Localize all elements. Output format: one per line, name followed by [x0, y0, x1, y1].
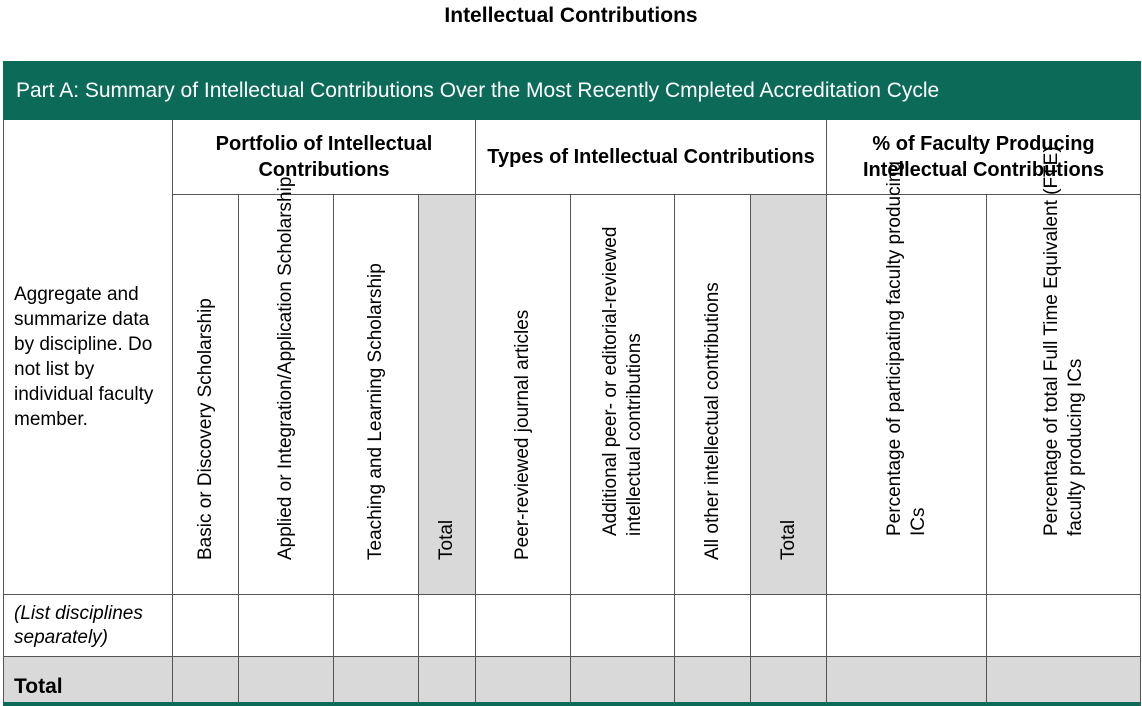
total-row-label: Total: [3, 656, 173, 706]
portfolio-heading: Portfolio of Intellectual Contributions: [172, 119, 476, 195]
column-header-label: Percentage of total Full Time Equivalent…: [1040, 146, 1086, 536]
group-header-row: Aggregate and summarize data by discipli…: [3, 119, 1142, 595]
input-cell[interactable]: [674, 594, 751, 657]
total-cell[interactable]: [418, 656, 476, 706]
input-cell[interactable]: [172, 594, 239, 657]
total-cell[interactable]: [674, 656, 751, 706]
input-cell[interactable]: [418, 594, 476, 657]
column-header-label: Total: [777, 519, 799, 560]
total-cell[interactable]: [238, 656, 334, 706]
column-header-label: Percentage of participating faculty prod…: [883, 161, 929, 536]
column-header-label: Applied or Integration/Application Schol…: [275, 176, 296, 560]
faculty-percent-heading: % of Faculty Producing Intellectual Cont…: [825, 119, 1142, 195]
input-cell[interactable]: [570, 594, 675, 657]
column-header-fte-pct: Percentage of total Full Time Equivalent…: [985, 146, 1142, 595]
column-header-portfolio-total: Total: [418, 194, 476, 595]
total-cell[interactable]: [475, 656, 571, 706]
column-header-applied: Applied or Integration/Application Schol…: [238, 177, 334, 595]
page-title: Intellectual Contributions: [444, 4, 698, 27]
input-cell[interactable]: [333, 594, 419, 657]
column-header-label: Total: [436, 519, 457, 560]
column-header-basic: Basic or Discovery Scholarship: [172, 194, 239, 595]
intellectual-contributions-table: Part A: Summary of Intellectual Contribu…: [2, 61, 1142, 706]
discipline-row: (List disciplines separately): [3, 594, 1142, 657]
types-heading: Types of Intellectual Contributions: [475, 119, 827, 195]
total-cell[interactable]: [826, 656, 987, 706]
total-cell[interactable]: [570, 656, 675, 706]
column-header-label: Additional peer- or editorial-reviewed i…: [599, 226, 645, 536]
total-row: Total: [3, 656, 1142, 706]
column-header-label: Teaching and Learning Scholarship: [365, 263, 386, 560]
column-header-other: All other intellectual contributions: [674, 194, 751, 595]
total-cell[interactable]: [333, 656, 419, 706]
input-cell[interactable]: [475, 594, 571, 657]
column-header-peer-reviewed: Peer-reviewed journal articles: [475, 194, 571, 595]
column-header-row: Basic or Discovery Scholarship Applied o…: [4, 146, 1142, 595]
column-header-types-total: Total: [750, 194, 827, 595]
input-cell[interactable]: [238, 594, 334, 657]
row-instruction-label: Aggregate and summarize data by discipli…: [3, 119, 173, 595]
total-cell[interactable]: [172, 656, 239, 706]
column-header-label: Basic or Discovery Scholarship: [194, 298, 216, 560]
column-header-teaching: Teaching and Learning Scholarship: [333, 194, 419, 595]
banner-row: Part A: Summary of Intellectual Contribu…: [2, 61, 1142, 120]
input-cell[interactable]: [826, 594, 987, 657]
total-cell[interactable]: [750, 656, 827, 706]
column-header-label: All other intellectual contributions: [701, 282, 723, 560]
discipline-row-label: (List disciplines separately): [3, 594, 173, 657]
input-cell[interactable]: [750, 594, 827, 657]
total-cell[interactable]: [985, 656, 1142, 706]
column-header-label: Peer-reviewed journal articles: [512, 309, 533, 560]
bottom-rule: [3, 702, 1140, 706]
part-a-banner: Part A: Summary of Intellectual Contribu…: [2, 61, 1142, 120]
column-header-participating-pct: Percentage of participating faculty prod…: [826, 161, 987, 595]
input-cell[interactable]: [985, 594, 1142, 657]
column-header-additional: Additional peer- or editorial-reviewed i…: [570, 194, 675, 595]
